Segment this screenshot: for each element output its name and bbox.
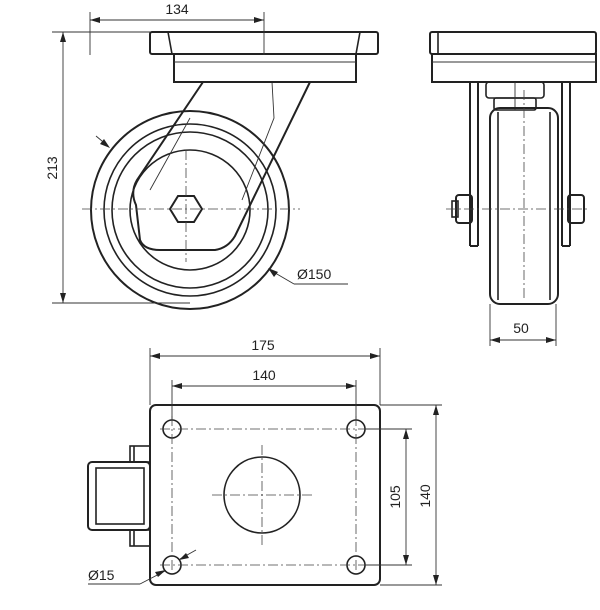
wheel-outer: [90, 110, 290, 310]
front-view: 50: [429, 31, 597, 346]
wheel-rim-outer: [111, 131, 269, 289]
front-top-plate: [429, 31, 597, 55]
dim-wheel-width: 50: [513, 320, 529, 336]
dim-overall-height: 213: [44, 156, 60, 180]
dim-plate-width: 175: [251, 337, 275, 353]
dim-wheel-diameter: Ø150: [297, 266, 331, 282]
dim-top-plate-width: 134: [165, 1, 189, 17]
mounting-plate: [149, 404, 381, 586]
side-view: 134 213 Ø150: [44, 1, 379, 310]
top-view: 175 140 105 140 Ø15: [87, 337, 442, 586]
fork-leg: [132, 81, 311, 251]
front-swivel-ring: [431, 53, 597, 83]
swivel-ring: [173, 53, 357, 83]
top-view-wheel: [87, 461, 151, 531]
axle-nut: [168, 195, 204, 223]
dim-hole-spacing-x: 140: [252, 367, 276, 383]
wheel-tread-inner: [103, 123, 277, 297]
wheel-rim-inner: [129, 149, 251, 271]
dim-plate-depth: 140: [417, 484, 433, 508]
dim-hole-spacing-y: 105: [387, 485, 403, 509]
center-bore: [223, 456, 301, 534]
dim-hole-diameter: Ø15: [88, 567, 115, 583]
